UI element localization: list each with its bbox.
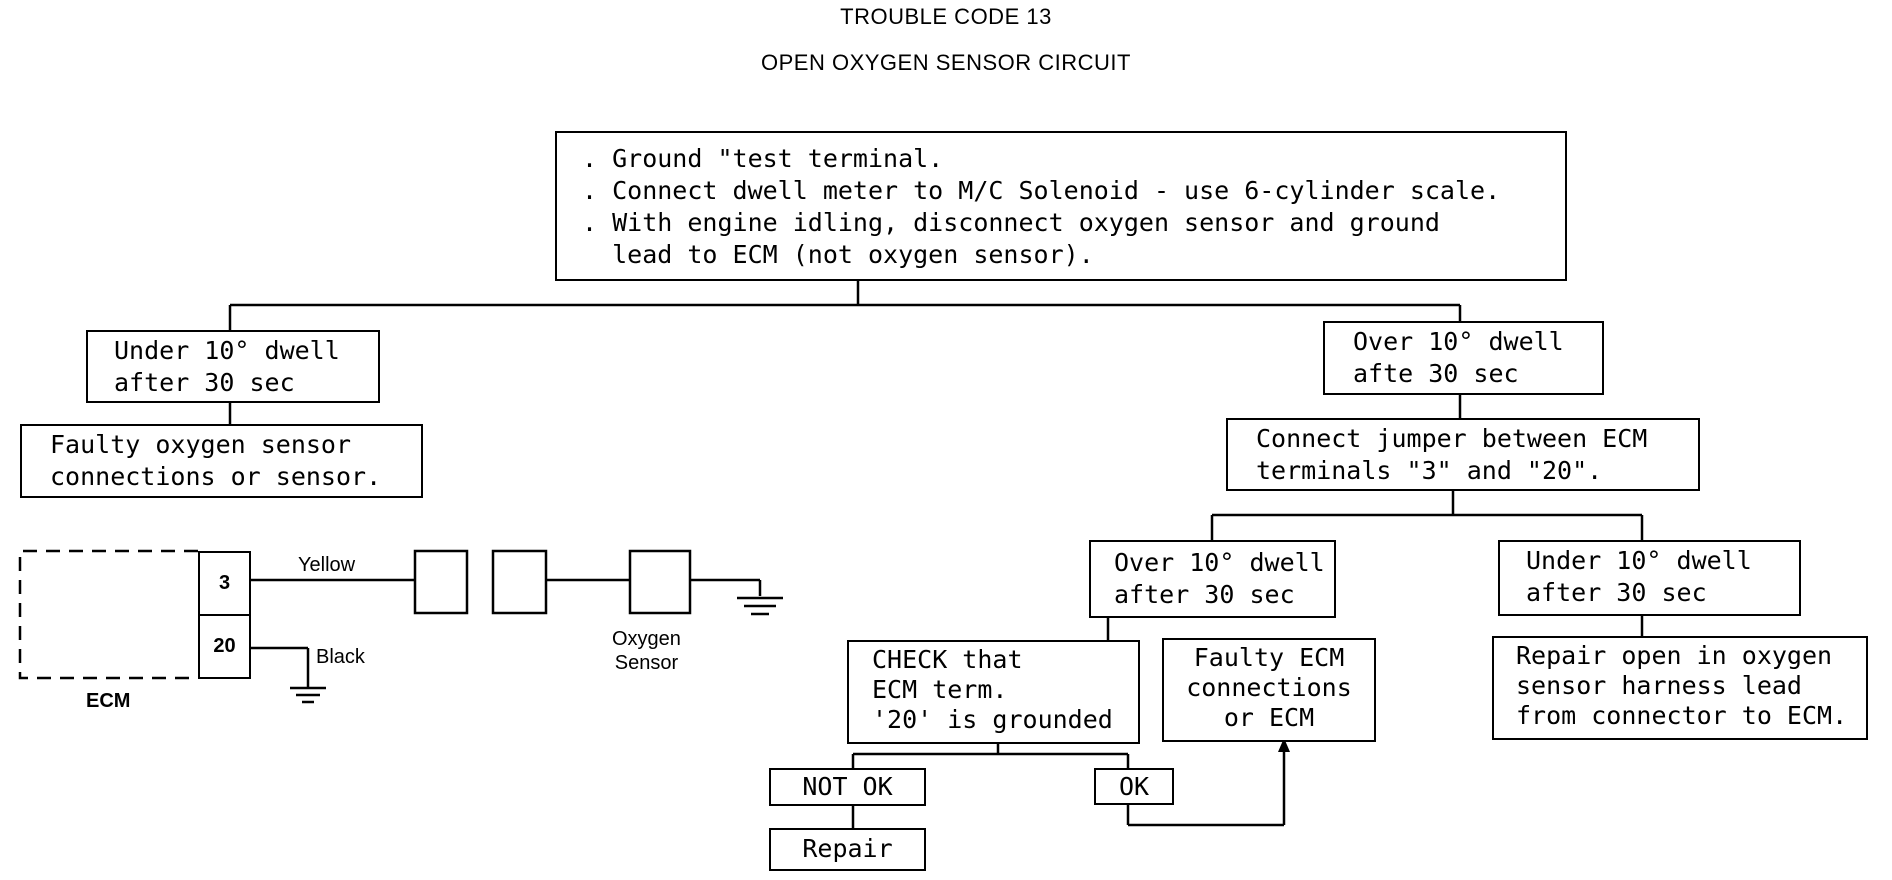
fault-line: Faulty oxygen sensor: [50, 430, 352, 459]
result-line: Under 10° dwell: [114, 336, 340, 365]
oxygen-sensor-block: [628, 549, 692, 615]
step-line: . Ground "test terminal.: [582, 144, 944, 173]
step-check-grounded: CHECK that ECM term. '20' is grounded: [847, 640, 1140, 744]
result-line: Under 10° dwell: [1526, 546, 1752, 575]
action-repair: Repair: [769, 828, 926, 871]
terminal-20: 20: [198, 614, 251, 679]
step-line: lead to ECM (not oxygen sensor).: [582, 240, 1094, 269]
repair-line: Repair open in oxygen: [1516, 641, 1833, 670]
result-under-dwell-2: Under 10° dwell after 30 sec: [1498, 540, 1801, 616]
repair-line: sensor harness lead: [1516, 671, 1802, 700]
fault-line: Faulty ECM: [1193, 643, 1345, 672]
step-line: . With engine idling, disconnect oxygen …: [582, 208, 1440, 237]
result-over-dwell-2: Over 10° dwell after 30 sec: [1089, 540, 1336, 618]
fault-oxygen-sensor: Faulty oxygen sensor connections or sens…: [20, 424, 423, 498]
result-line: after 30 sec: [1526, 578, 1707, 607]
oxygen-sensor-label: Oxygen Sensor: [612, 627, 681, 675]
connector-block-left: [413, 549, 469, 615]
result-line: Over 10° dwell: [1114, 548, 1325, 577]
step-connect-jumper: Connect jumper between ECM terminals "3"…: [1226, 418, 1700, 491]
step-line: '20' is grounded: [872, 705, 1113, 734]
step-line: . Connect dwell meter to M/C Solenoid - …: [582, 176, 1501, 205]
result-line: Over 10° dwell: [1353, 327, 1564, 356]
repair-line: from connector to ECM.: [1516, 701, 1848, 730]
diagram-subtitle: OPEN OXYGEN SENSOR CIRCUIT: [761, 50, 1131, 75]
sensor-label-line: Sensor: [614, 652, 679, 674]
diagram-title: TROUBLE CODE 13: [840, 4, 1052, 29]
fault-line: connections or sensor.: [50, 462, 382, 491]
black-wire-label: Black: [316, 646, 365, 668]
result-line: afte 30 sec: [1353, 359, 1519, 388]
result-under-dwell: Under 10° dwell after 30 sec: [86, 330, 380, 403]
step-line: terminals "3" and "20".: [1256, 456, 1603, 485]
terminal-3: 3: [198, 551, 251, 616]
result-not-ok: NOT OK: [769, 768, 926, 806]
connector-block-right: [491, 549, 548, 615]
result-over-dwell: Over 10° dwell afte 30 sec: [1323, 321, 1604, 395]
arrow-up-icon: [1278, 738, 1290, 752]
step-line: Connect jumper between ECM: [1256, 424, 1648, 453]
result-line: after 30 sec: [1114, 580, 1295, 609]
yellow-wire-label: Yellow: [298, 554, 356, 576]
step-line: ECM term.: [872, 675, 1008, 704]
step-line: CHECK that: [872, 645, 1023, 674]
ecm-outline: [18, 549, 198, 680]
repair-open-harness: Repair open in oxygen sensor harness lea…: [1492, 636, 1868, 740]
step-initial-test: . Ground "test terminal. . Connect dwell…: [555, 131, 1567, 281]
sensor-label-line: Oxygen: [612, 628, 681, 650]
fault-ecm: Faulty ECM connections or ECM: [1162, 638, 1376, 742]
ecm-label: ECM: [86, 690, 131, 712]
result-line: after 30 sec: [114, 368, 295, 397]
fault-line: or ECM: [1223, 703, 1315, 732]
fault-line: connections: [1186, 673, 1352, 702]
result-ok: OK: [1094, 768, 1174, 805]
